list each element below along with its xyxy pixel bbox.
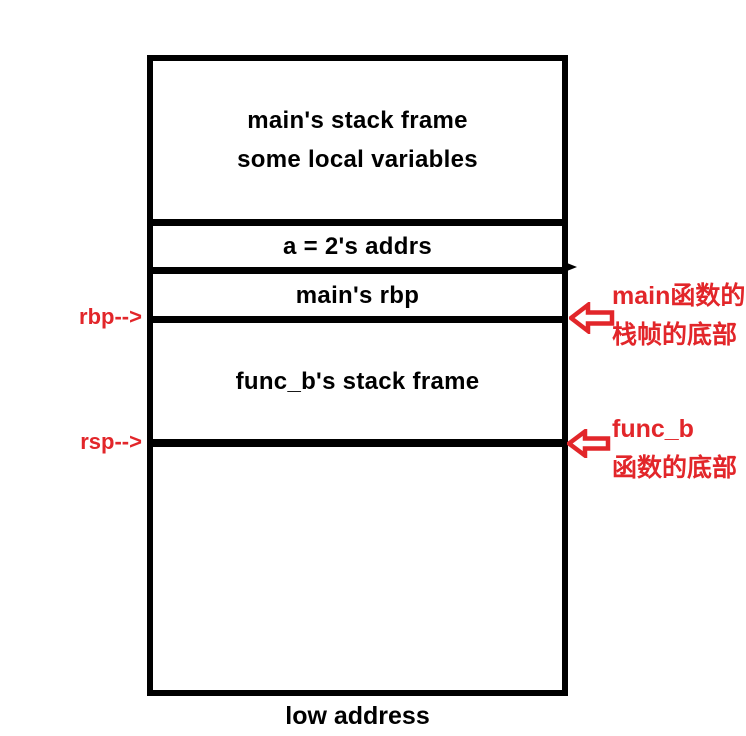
- annotation-main-line1: main函数的: [612, 282, 746, 310]
- a-addr-cell: a = 2's addrs: [153, 226, 562, 274]
- left-block-arrow-icon: [569, 302, 615, 334]
- main-stack-frame-cell: main's stack frame some local variables: [153, 61, 562, 226]
- empty-stack-region: [153, 447, 562, 690]
- a-addr-text: a = 2's addrs: [282, 233, 433, 260]
- func-b-frame-cell: func_b's stack frame: [153, 323, 562, 447]
- annotation-funcb-bottom: func_b 函数的底部: [612, 410, 737, 488]
- main-stack-frame-text-line2: some local variables: [237, 146, 478, 173]
- rsp-pointer-label: rsp-->: [80, 429, 142, 454]
- main-stack-frame-text-line1: main's stack frame: [247, 107, 468, 134]
- func-b-frame-text: func_b's stack frame: [235, 367, 480, 395]
- rbp-pointer-label: rbp-->: [79, 304, 142, 329]
- main-rbp-text: main's rbp: [295, 281, 420, 309]
- left-block-arrow-icon: [567, 429, 611, 458]
- low-address-label: low address: [285, 702, 430, 730]
- divider-overshoot-mark: [567, 263, 577, 271]
- stack-box: main's stack frame some local variables …: [147, 55, 568, 696]
- annotation-funcb-line1: func_b: [612, 415, 694, 443]
- main-rbp-cell: main's rbp: [153, 274, 562, 323]
- annotation-main-frame-bottom: main函数的 栈帧的底部: [612, 277, 745, 355]
- annotation-funcb-line2: 函数的底部: [612, 454, 738, 482]
- annotation-main-line2: 栈帧的底部: [612, 321, 738, 349]
